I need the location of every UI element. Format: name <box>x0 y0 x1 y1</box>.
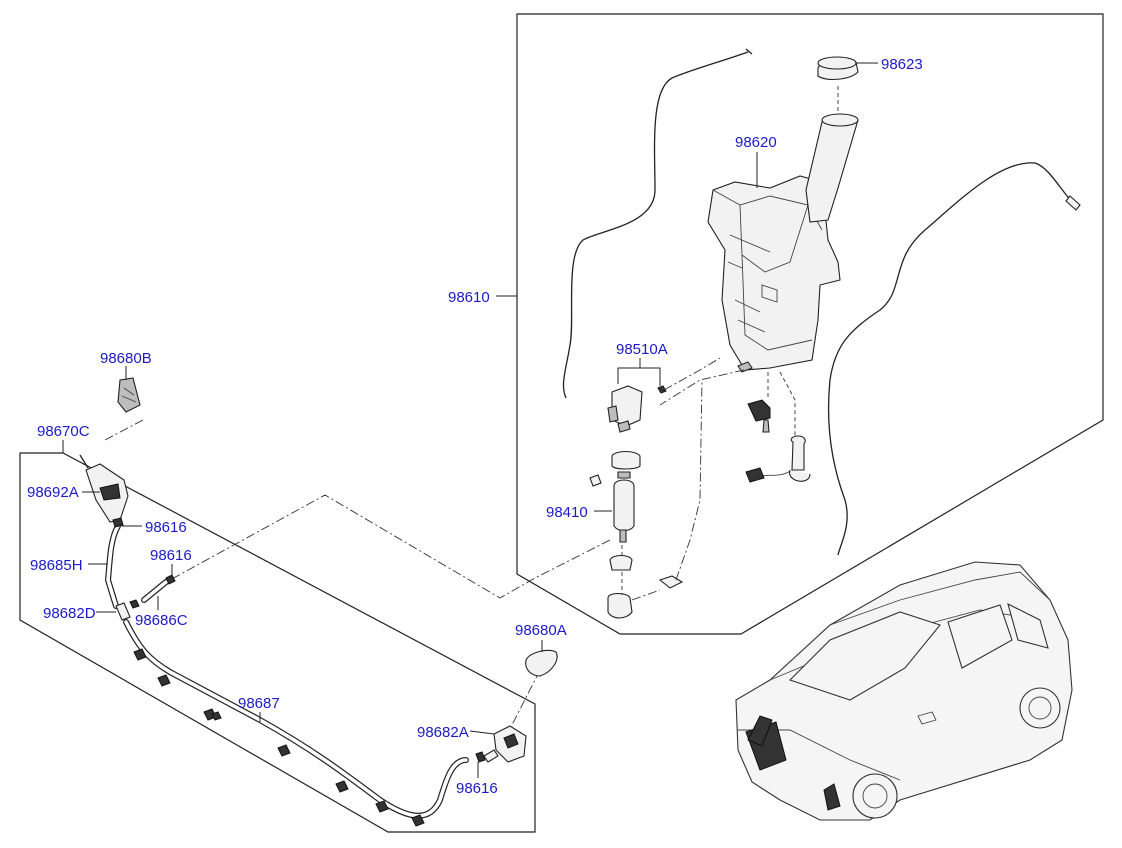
pump-outlet <box>619 529 627 543</box>
pump-to-tank-dashline <box>659 369 745 406</box>
level-sensor-group <box>745 399 811 483</box>
nozzle-98682A-jet <box>503 733 519 749</box>
clamp-98616-bottom <box>475 751 486 763</box>
label-98620: 98620 <box>735 134 777 151</box>
car-mirror <box>917 711 937 725</box>
level-sensor-wire <box>759 469 793 477</box>
tank-side-edge <box>741 254 813 351</box>
pump-elbow <box>607 592 633 619</box>
reservoir-assembly <box>562 48 1081 556</box>
hose-98686C-inner <box>142 580 168 602</box>
headlamp-left-highlight <box>747 715 773 747</box>
car-roofline <box>829 571 1051 626</box>
hose-connector-right <box>1065 195 1081 211</box>
sensor-grommet-pin <box>762 419 770 433</box>
car-front-hub <box>862 783 888 809</box>
label-98616-bottom: 98616 <box>456 780 498 797</box>
tank-front-face <box>739 204 809 273</box>
headlamp-right-highlight <box>823 783 841 811</box>
label-98680A: 98680A <box>515 622 567 639</box>
tank-mount-slot <box>761 284 778 303</box>
reservoir-filler-neck <box>805 115 859 223</box>
motor-grommet <box>657 385 667 394</box>
washer-pump-body <box>613 479 635 532</box>
car-front-wheel <box>852 773 898 819</box>
reservoir-group-frame <box>516 13 1104 635</box>
label-98616-mid: 98616 <box>150 547 192 564</box>
headlamp-washer-group-frame <box>19 452 536 833</box>
label-98670C: 98670C <box>37 423 90 440</box>
tank-ribs <box>727 234 771 333</box>
washer-cap-98680A <box>525 649 558 677</box>
hose-98685H-inner <box>106 524 120 608</box>
connector-98682D <box>115 602 131 621</box>
filler-neck-opening <box>821 113 859 127</box>
label-98680B: 98680B <box>100 350 152 367</box>
pump-hose-clip <box>658 575 684 589</box>
car-body <box>735 561 1073 821</box>
washer-cap-98680B <box>117 377 141 413</box>
nozzle-dashline-right <box>511 669 541 726</box>
level-sensor-connector <box>745 467 765 483</box>
car-rear-wheel <box>1019 687 1061 729</box>
cap-98680B-dashline <box>104 419 144 441</box>
label-98510A: 98510A <box>616 341 668 358</box>
label-98686C: 98686C <box>135 612 188 629</box>
washer-motor-ports <box>607 405 631 433</box>
washer-hose-right <box>827 162 1076 556</box>
sensor-clip <box>747 399 771 422</box>
pump-clamp <box>611 450 641 470</box>
label-98610: 98610 <box>448 289 490 306</box>
cap-98680B-ribs <box>121 387 137 403</box>
nozzle-98692A-jet <box>99 483 121 501</box>
car-rear-window <box>1007 602 1049 649</box>
label-98692A: 98692A <box>27 484 79 501</box>
clamp-98616-mid <box>165 574 176 585</box>
label-98682A: 98682A <box>417 724 469 741</box>
washer-pump-98410 <box>589 379 703 619</box>
washer-hose-left <box>562 51 749 399</box>
level-sensor-seal <box>789 469 811 482</box>
nozzle-98682A-stem <box>483 749 499 763</box>
motor-to-tank-dashline <box>663 357 721 391</box>
pump-connector <box>617 471 631 479</box>
joint-ring <box>129 599 140 609</box>
car-front-window <box>947 604 1013 669</box>
tank-outlet-stub <box>737 361 753 373</box>
pump-grommet <box>609 554 633 571</box>
hose-98687-clips <box>133 648 425 827</box>
level-sensor <box>790 435 806 471</box>
hose-routing-dashline <box>169 494 611 599</box>
label-98685H: 98685H <box>30 557 83 574</box>
leader-98682A <box>469 730 495 735</box>
sensor-dashlines <box>767 371 796 440</box>
label-98410: 98410 <box>546 504 588 521</box>
label-98616-top: 98616 <box>145 519 187 536</box>
label-98623: 98623 <box>881 56 923 73</box>
hose-98687-inner <box>124 620 468 818</box>
pump-screw <box>589 474 602 487</box>
reservoir-cap-top <box>817 56 857 70</box>
pump-dashlines <box>631 379 703 601</box>
leader-lines <box>62 62 878 778</box>
hose-98687 <box>123 619 469 819</box>
clamp-98616-top <box>112 517 124 528</box>
car-windshield <box>788 611 941 701</box>
washer-motor-98510A <box>607 357 721 433</box>
label-98687: 98687 <box>238 695 280 712</box>
vehicle-illustration <box>735 561 1073 821</box>
nozzle-98692A-leader <box>79 454 89 469</box>
hose-end-left <box>745 48 753 55</box>
label-98682D: 98682D <box>43 605 96 622</box>
leader-98510A <box>617 358 661 386</box>
car-rear-hub <box>1028 696 1052 720</box>
